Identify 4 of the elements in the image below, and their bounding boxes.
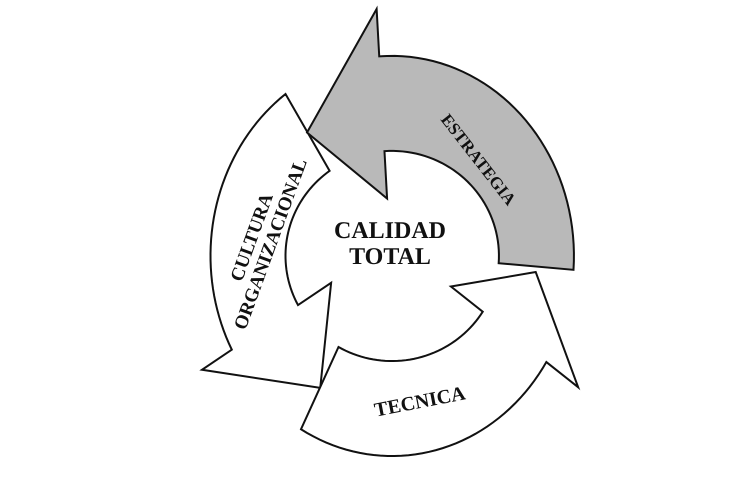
curved-arrow-shape	[198, 92, 332, 390]
center-label: CALIDAD TOTAL	[332, 218, 447, 271]
arrow-label: TECNICA	[372, 381, 468, 424]
curved-arrow-shape	[306, 6, 575, 272]
